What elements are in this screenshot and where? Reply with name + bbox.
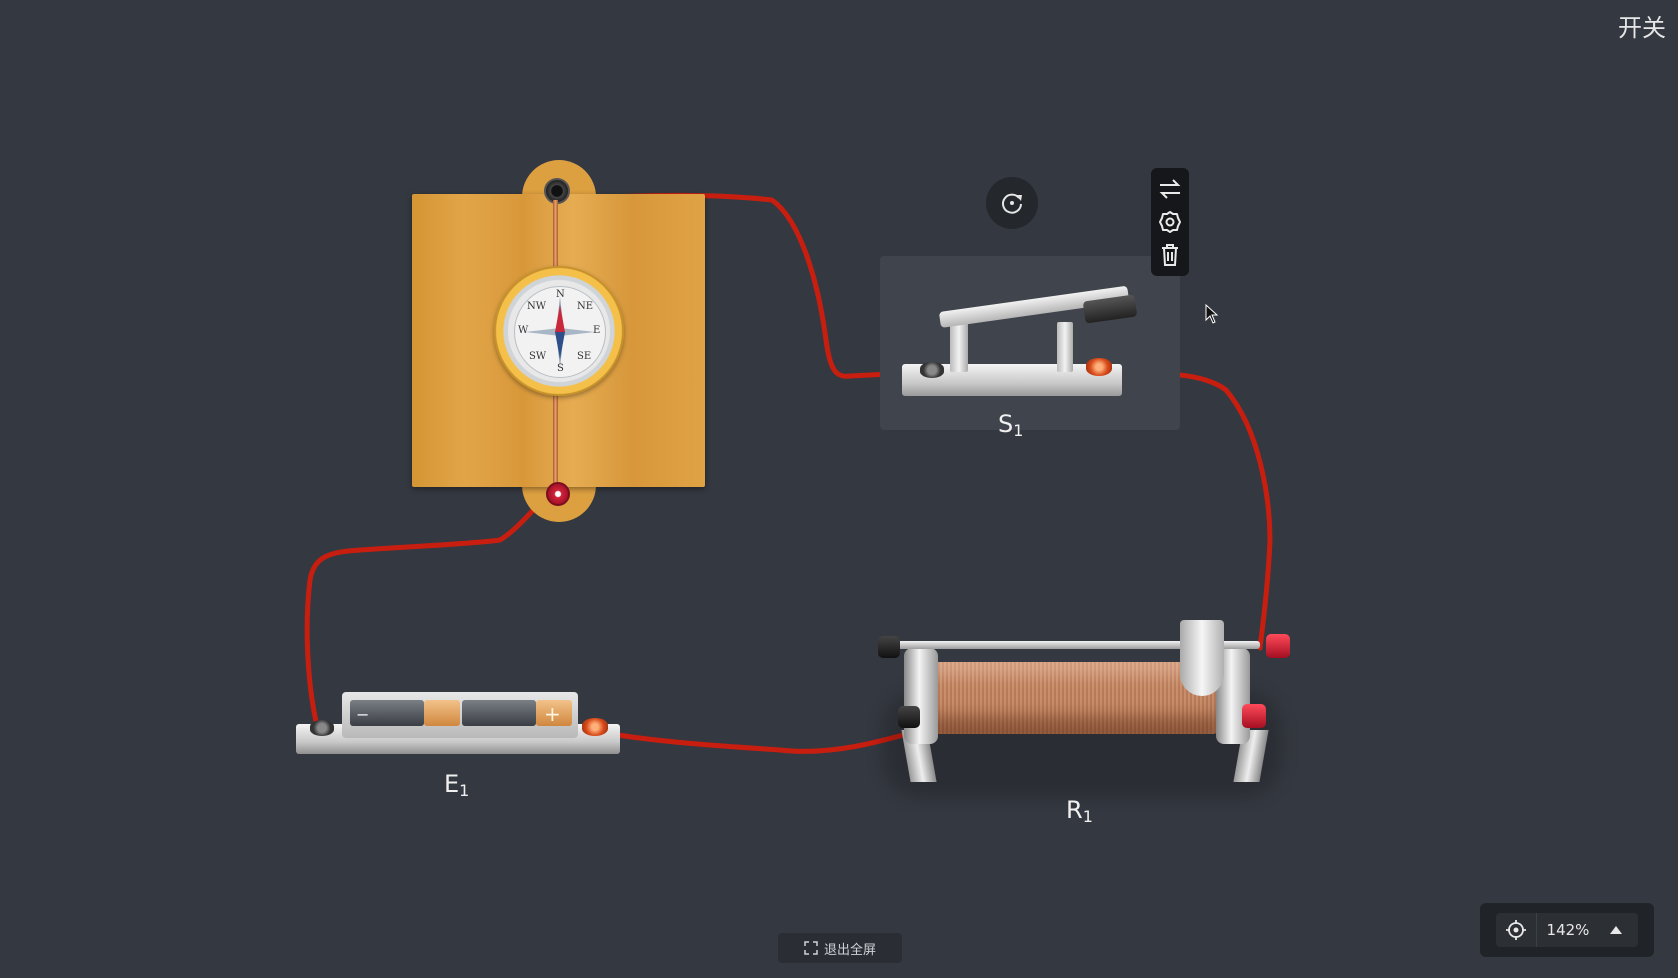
- delete-button[interactable]: [1155, 240, 1185, 270]
- rotate-icon: [1002, 193, 1022, 214]
- component-title: 开关: [1618, 14, 1666, 42]
- zoom-control: 142%: [1480, 903, 1654, 957]
- rheostat-terminal-bottom-right[interactable]: [1242, 704, 1266, 728]
- battery-cell-2: [462, 700, 536, 726]
- board-terminal-red[interactable]: [546, 482, 570, 506]
- component-toolbar: [1151, 168, 1189, 276]
- battery-minus-sign: −: [356, 705, 370, 724]
- switch-hinge-post: [950, 322, 968, 372]
- zoom-level: 142%: [1546, 921, 1590, 939]
- compass-face: N NE E SE S SW W NW: [514, 286, 606, 378]
- compass-letter-nw: NW: [527, 301, 547, 312]
- delete-icon: [1162, 244, 1178, 267]
- wire-rheostat-to-battery: [609, 725, 931, 754]
- fullscreen-icon: [804, 941, 818, 955]
- zoom-inner: 142%: [1496, 913, 1638, 947]
- compass-letter-w: W: [518, 325, 529, 336]
- battery-plus-sign: +: [544, 702, 561, 726]
- caret-up-icon: [1610, 926, 1622, 934]
- zoom-menu-toggle[interactable]: [1599, 926, 1633, 934]
- swap-button[interactable]: [1155, 174, 1185, 204]
- switch-terminal-right[interactable]: [1086, 358, 1112, 376]
- board-terminal-black[interactable]: [544, 178, 570, 204]
- rheostat-terminal-top-right[interactable]: [1266, 634, 1290, 658]
- battery-terminal-positive[interactable]: [582, 718, 608, 736]
- settings-button[interactable]: [1155, 207, 1185, 237]
- rheostat-end-left: [904, 648, 938, 744]
- rheostat-terminal-top-left[interactable]: [878, 636, 900, 658]
- settings-icon: [1159, 210, 1181, 233]
- exit-fullscreen-label: 退出全屏: [823, 942, 876, 958]
- switch-label: S1: [998, 410, 1024, 440]
- rheostat-coil[interactable]: [922, 662, 1222, 734]
- compass-letter-se: SE: [577, 351, 592, 362]
- compass-letter-sw: SW: [529, 351, 547, 362]
- rheostat-terminal-bottom-left[interactable]: [898, 706, 920, 728]
- swap-icon: [1159, 178, 1181, 199]
- switch-selection-panel[interactable]: [880, 256, 1180, 430]
- exit-fullscreen-button[interactable]: 退出全屏: [778, 933, 902, 963]
- recenter-button[interactable]: [1496, 913, 1537, 947]
- compass-needle-icon: [525, 297, 595, 367]
- rheostat-label: R1: [1066, 796, 1093, 826]
- compass-letter-ne: NE: [577, 301, 594, 312]
- rotate-button[interactable]: [986, 177, 1038, 229]
- rheostat-slider[interactable]: [1180, 620, 1224, 696]
- battery-cell-1-cap: [424, 700, 460, 726]
- mouse-cursor-icon: [1205, 304, 1219, 324]
- crosshair-icon: [1506, 920, 1526, 940]
- rheostat-slide-rail: [890, 641, 1260, 649]
- battery-cell-2-cap: [536, 700, 572, 726]
- battery-label: E1: [444, 770, 470, 800]
- switch-terminal-left[interactable]: [920, 362, 944, 378]
- compass-letter-n: N: [556, 289, 565, 300]
- switch-contact-post: [1057, 322, 1073, 372]
- battery-cell-1: [350, 700, 424, 726]
- compass-letter-s: S: [557, 363, 564, 374]
- battery-terminal-negative[interactable]: [310, 720, 334, 736]
- compass-letter-e: E: [593, 325, 601, 336]
- compass[interactable]: N NE E SE S SW W NW: [494, 266, 624, 396]
